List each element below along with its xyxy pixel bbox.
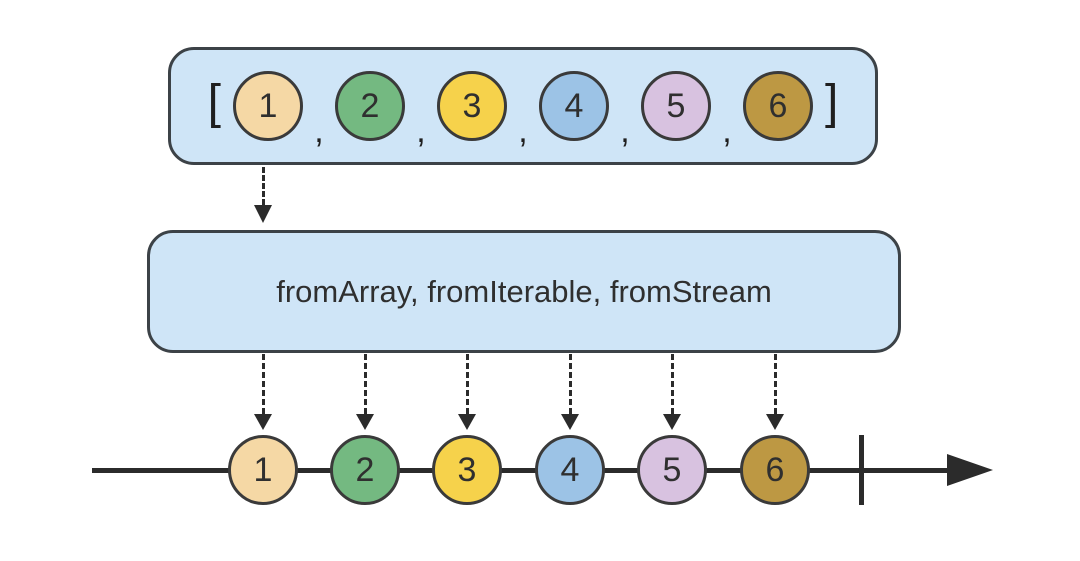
array-open-bracket: [ <box>207 76 221 129</box>
array-marble-1: 1 <box>233 71 303 141</box>
array-separator: , <box>518 112 528 150</box>
array-marble-3: 3 <box>437 71 507 141</box>
array-marble-5: 5 <box>641 71 711 141</box>
timeline-marble-4: 4 <box>535 435 605 505</box>
arrowhead-down-icon <box>663 414 681 430</box>
emit-arrow-4 <box>559 354 581 430</box>
arrowhead-down-icon <box>356 414 374 430</box>
dashed-line <box>773 354 777 414</box>
dashed-line <box>261 167 265 205</box>
arrowhead-right-icon <box>947 454 993 486</box>
timeline-marble-1: 1 <box>228 435 298 505</box>
timeline-line <box>92 468 950 473</box>
timeline-complete-bar <box>859 435 864 505</box>
dashed-line <box>568 354 572 414</box>
dashed-line <box>465 354 469 414</box>
source-array-box: [ 1 , 2 , 3 , 4 , 5 , 6 ] <box>168 47 878 165</box>
arrowhead-down-icon <box>766 414 784 430</box>
emit-arrow-1 <box>252 354 274 430</box>
operators-box: fromArray, fromIterable, fromStream <box>147 230 901 353</box>
array-to-operators-arrow <box>252 167 274 223</box>
arrowhead-down-icon <box>561 414 579 430</box>
operators-label: fromArray, fromIterable, fromStream <box>276 273 772 309</box>
timeline-marble-6: 6 <box>740 435 810 505</box>
array-separator: , <box>314 112 324 150</box>
array-row: [ 1 , 2 , 3 , 4 , 5 , 6 ] <box>171 50 875 162</box>
array-marble-6: 6 <box>743 71 813 141</box>
array-separator: , <box>416 112 426 150</box>
emit-arrow-2 <box>354 354 376 430</box>
arrowhead-down-icon <box>254 205 272 223</box>
array-separator: , <box>620 112 630 150</box>
timeline-marble-3: 3 <box>432 435 502 505</box>
array-marble-2: 2 <box>335 71 405 141</box>
array-close-bracket: ] <box>825 76 839 129</box>
dashed-line <box>670 354 674 414</box>
arrowhead-down-icon <box>458 414 476 430</box>
emit-arrow-3 <box>456 354 478 430</box>
timeline-marble-2: 2 <box>330 435 400 505</box>
timeline-marble-5: 5 <box>637 435 707 505</box>
arrowhead-down-icon <box>254 414 272 430</box>
array-separator: , <box>722 112 732 150</box>
emit-arrow-5 <box>661 354 683 430</box>
emit-arrow-6 <box>764 354 786 430</box>
dashed-line <box>363 354 367 414</box>
array-marble-4: 4 <box>539 71 609 141</box>
dashed-line <box>261 354 265 414</box>
